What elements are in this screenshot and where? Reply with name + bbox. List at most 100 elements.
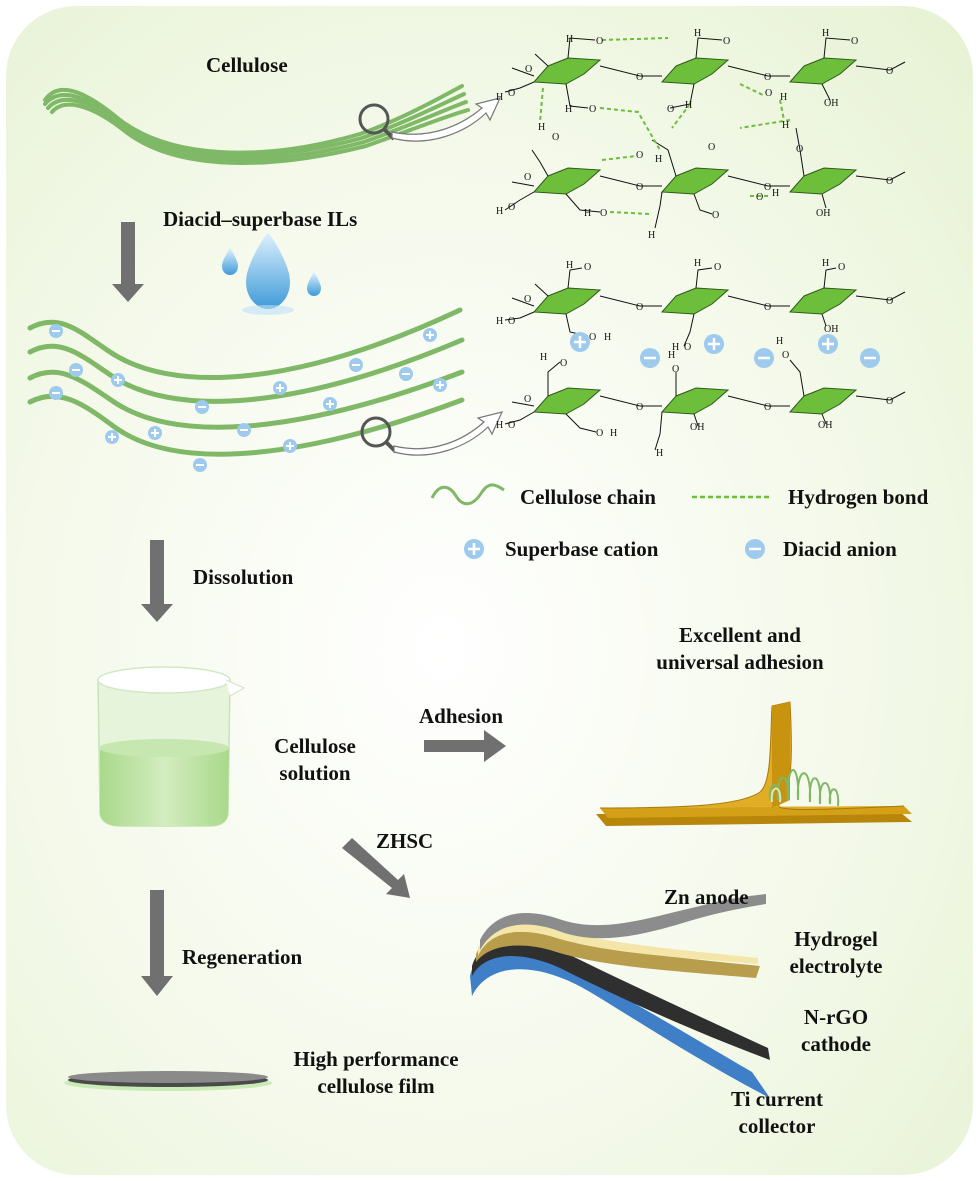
svg-text:O: O [764, 402, 771, 413]
svg-text:H: H [685, 100, 692, 111]
svg-text:H: H [822, 258, 829, 269]
svg-text:H: H [565, 104, 572, 115]
svg-text:O: O [886, 176, 893, 187]
hydrogen-bonds [539, 37, 791, 215]
zoom-arrow-icon [391, 97, 502, 142]
svg-text:O: O [596, 428, 603, 439]
label-film-line1: High performance [293, 1047, 459, 1071]
label-adhesion: Adhesion [419, 704, 504, 728]
svg-text:OH: OH [690, 422, 704, 433]
svg-text:O: O [636, 72, 643, 83]
svg-text:H: H [776, 336, 783, 347]
down-arrow-icon [141, 540, 173, 622]
svg-text:H: H [604, 332, 611, 343]
svg-text:O: O [714, 262, 721, 273]
svg-text:O: O [600, 208, 607, 219]
label-solution-line2: solution [279, 761, 351, 785]
svg-text:O: O [552, 132, 559, 143]
label-solution: Cellulose solution [260, 733, 370, 787]
legend-chain: Cellulose chain [520, 485, 656, 509]
svg-text:O: O [723, 36, 730, 47]
svg-text:H: H [496, 206, 503, 217]
down-arrow-icon [112, 222, 144, 302]
label-nrgo-line2: cathode [801, 1032, 871, 1056]
svg-text:H: H [772, 188, 779, 199]
svg-text:O: O [886, 396, 893, 407]
label-ti: Ti current collector [722, 1086, 832, 1140]
ion-structure-atoms: H O H O H O O O O O H O O H H O OH H O O… [496, 258, 893, 459]
label-nrgo: N-rGO cathode [780, 1004, 892, 1058]
svg-text:O: O [672, 364, 679, 375]
svg-text:O: O [508, 202, 515, 213]
label-nrgo-line1: N-rGO [803, 1005, 869, 1029]
svg-text:H: H [496, 420, 503, 431]
svg-text:H: H [782, 120, 789, 131]
svg-text:O: O [524, 394, 531, 405]
svg-text:O: O [764, 182, 771, 193]
right-arrow-icon [424, 730, 506, 762]
svg-text:H: H [566, 34, 573, 45]
label-hydrogel-line1: Hydrogel [794, 927, 878, 951]
label-cellulose: Cellulose [206, 53, 288, 77]
svg-text:H: H [648, 230, 655, 241]
diagonal-arrow-icon [342, 838, 410, 898]
svg-text:OH: OH [816, 208, 830, 219]
svg-text:O: O [508, 316, 515, 327]
svg-text:H: H [496, 92, 503, 103]
chain-swatch-icon [430, 483, 505, 506]
svg-text:OH: OH [818, 420, 832, 431]
svg-text:O: O [636, 402, 643, 413]
label-dissolution: Dissolution [193, 565, 294, 589]
svg-text:OH: OH [824, 324, 838, 335]
legend-cation: Superbase cation [505, 537, 659, 561]
svg-text:O: O [636, 150, 643, 161]
ion-structure [504, 267, 906, 451]
svg-text:O: O [596, 36, 603, 47]
svg-text:H: H [694, 258, 701, 269]
ions [49, 324, 447, 472]
hbond-structure [504, 37, 906, 229]
svg-text:O: O [589, 332, 596, 343]
svg-text:O: O [508, 420, 515, 431]
svg-text:O: O [667, 104, 674, 115]
label-solution-line1: Cellulose [274, 734, 356, 758]
label-ti-line1: Ti current [731, 1087, 823, 1111]
svg-text:O: O [764, 302, 771, 313]
svg-text:O: O [708, 142, 715, 153]
svg-text:H: H [610, 428, 617, 439]
svg-text:O: O [524, 294, 531, 305]
separated-cellulose-chains [27, 307, 465, 457]
svg-text:O: O [764, 72, 771, 83]
svg-text:O: O [560, 358, 567, 369]
glucose-ring [532, 57, 858, 195]
svg-text:O: O [584, 262, 591, 273]
svg-text:H: H [672, 342, 679, 353]
svg-text:O: O [684, 342, 691, 353]
svg-text:O: O [589, 104, 596, 115]
label-hydrogel: Hydrogel electrolyte [780, 926, 892, 980]
svg-text:H: H [566, 260, 573, 271]
svg-text:O: O [524, 172, 531, 183]
svg-text:H: H [584, 208, 591, 219]
down-arrow-icon [141, 890, 173, 996]
svg-text:O: O [886, 66, 893, 77]
label-ti-line2: collector [738, 1114, 816, 1138]
label-excellent: Excellent and universal adhesion [628, 622, 852, 676]
structure-ions [570, 332, 880, 368]
svg-text:H: H [694, 28, 701, 39]
label-film-line2: cellulose film [317, 1074, 435, 1098]
label-zhsc: ZHSC [376, 829, 434, 853]
svg-text:H: H [822, 28, 829, 39]
battery-stack [470, 894, 770, 1098]
svg-text:H: H [780, 92, 787, 103]
legend-hbond: Hydrogen bond [788, 485, 929, 509]
beaker-icon [97, 666, 246, 827]
svg-text:O: O [636, 302, 643, 313]
svg-text:H: H [668, 350, 675, 361]
svg-text:O: O [851, 36, 858, 47]
label-hydrogel-line2: electrolyte [789, 954, 883, 978]
svg-text:O: O [782, 350, 789, 361]
legend-marks [430, 483, 772, 559]
